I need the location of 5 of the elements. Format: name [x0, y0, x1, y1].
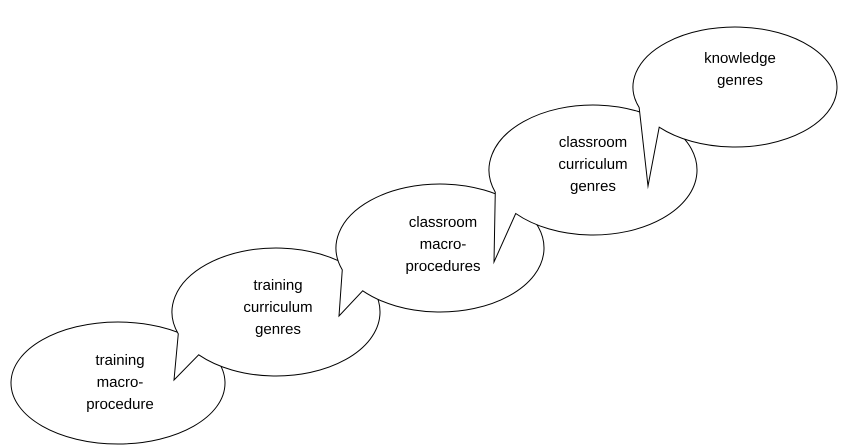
- speech-bubble: training curriculum genres: [172, 248, 380, 380]
- speech-bubble: knowledge genres: [632, 26, 838, 186]
- speech-bubble: classroom macro-procedures: [336, 184, 544, 316]
- speech-bubble: classroom curriculum genres: [488, 104, 698, 262]
- speech-bubble: training macro-procedure: [10, 322, 226, 444]
